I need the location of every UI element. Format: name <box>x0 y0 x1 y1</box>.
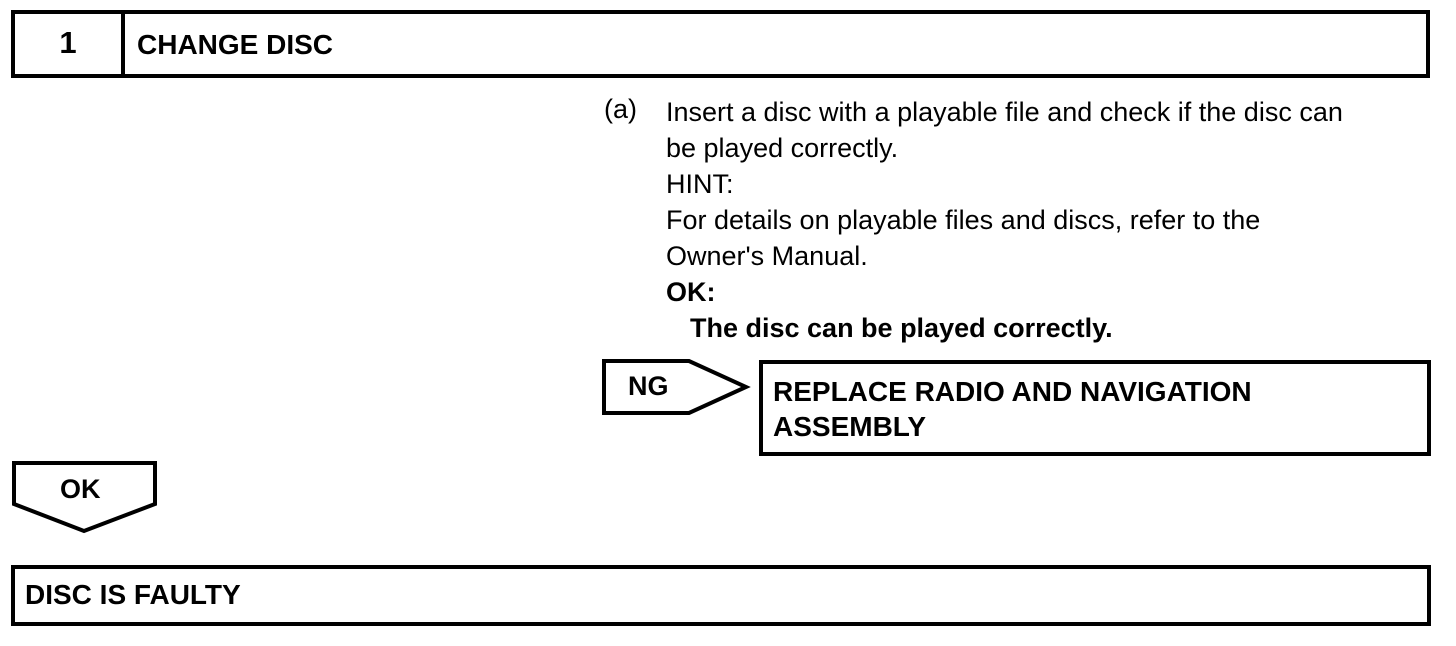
ng-arrow-icon <box>602 359 751 415</box>
instruction-line: Insert a disc with a playable file and c… <box>666 97 1343 127</box>
ok-arrow-icon <box>12 461 157 534</box>
hint-line: For details on playable files and discs,… <box>666 205 1261 235</box>
instruction-label: (a) <box>604 94 637 124</box>
result-box: DISC IS FAULTY <box>11 565 1431 626</box>
step-number: 1 <box>59 25 77 60</box>
step-header: 1 CHANGE DISC <box>11 10 1430 78</box>
result-text: DISC IS FAULTY <box>25 579 241 610</box>
instruction-block: Insert a disc with a playable file and c… <box>666 94 1436 346</box>
ng-action-line: ASSEMBLY <box>773 411 927 442</box>
ng-label: NG <box>628 371 669 401</box>
hint-label: HINT: <box>666 169 734 199</box>
ng-action-box: REPLACE RADIO AND NAVIGATION ASSEMBLY <box>759 360 1431 456</box>
ok-criteria-label: OK: <box>666 277 716 307</box>
ok-label: OK <box>60 474 101 504</box>
ng-action-text: REPLACE RADIO AND NAVIGATION ASSEMBLY <box>773 374 1252 444</box>
instruction-line: be played correctly. <box>666 133 899 163</box>
hint-line: Owner's Manual. <box>666 241 868 271</box>
step-title: CHANGE DISC <box>137 29 334 60</box>
ng-action-line: REPLACE RADIO AND NAVIGATION <box>773 376 1252 407</box>
ok-criteria-result: The disc can be played correctly. <box>690 313 1113 343</box>
step-number-cell: 1 <box>15 14 125 74</box>
